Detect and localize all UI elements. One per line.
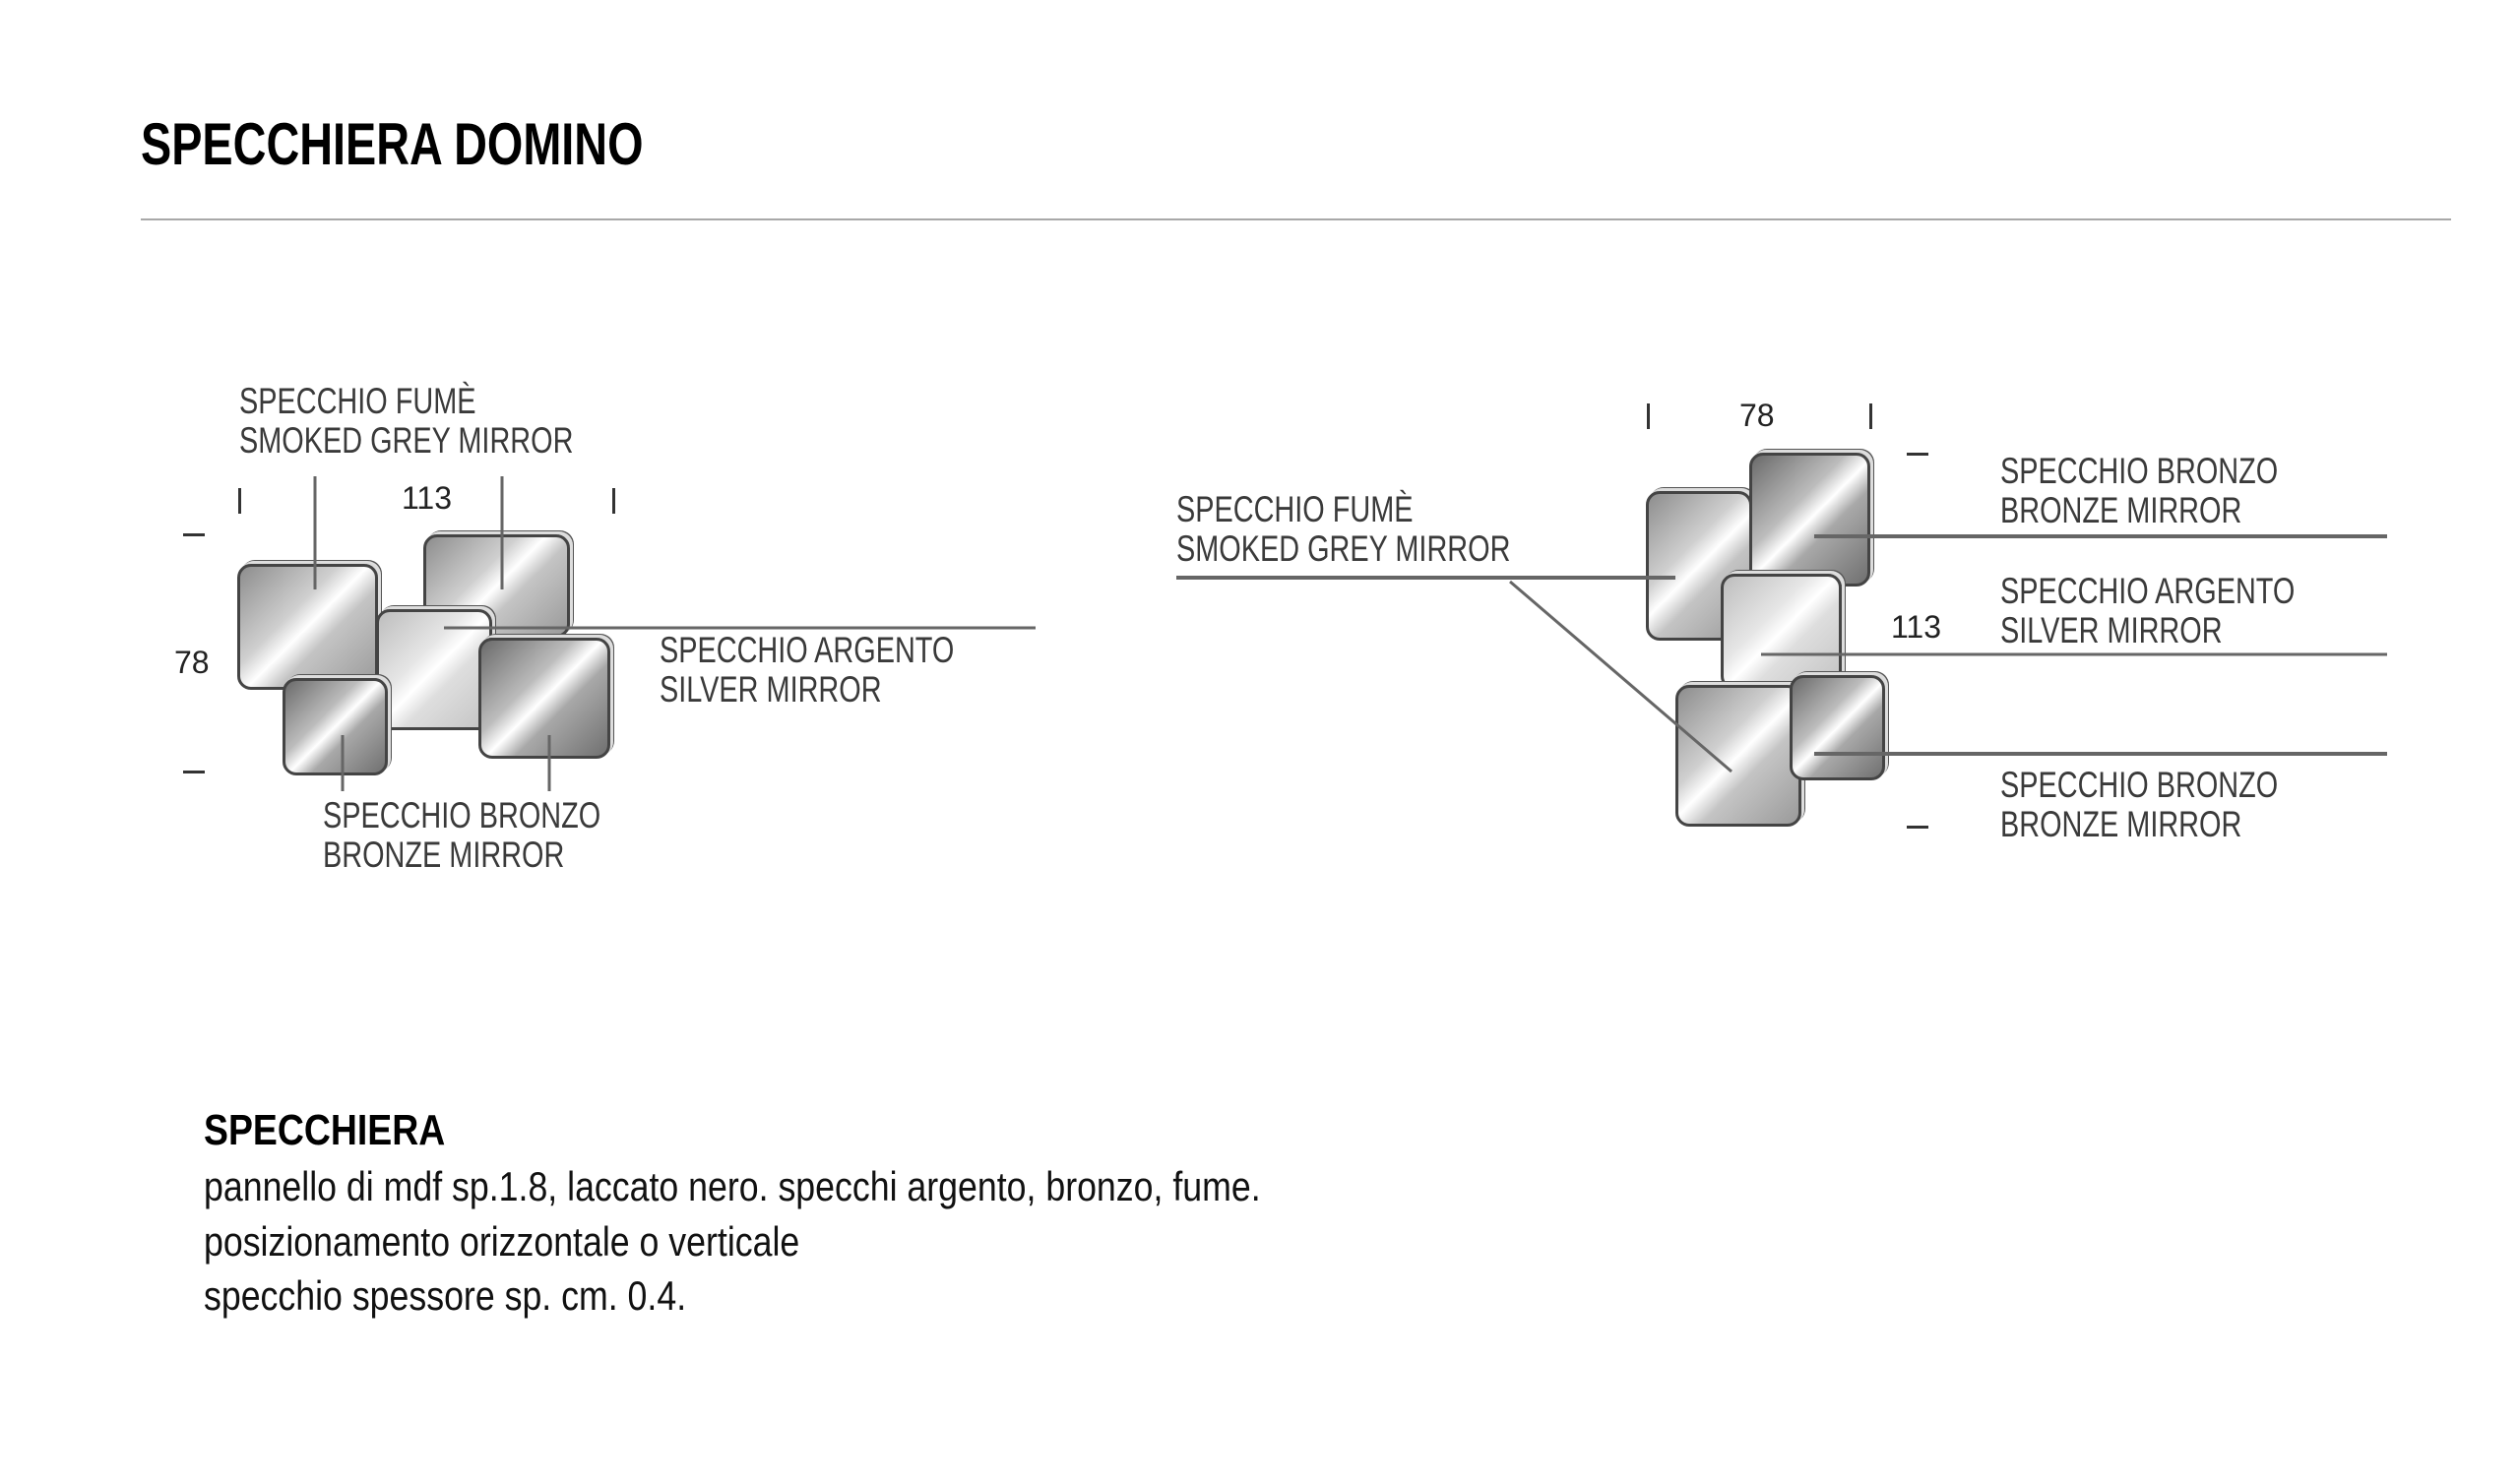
label-argento: SPECCHIO ARGENTO SILVER MIRROR [2000, 571, 2296, 650]
mirror-silver [1721, 574, 1842, 690]
dimension-tick [1647, 403, 1650, 429]
description-line: specchio spessore sp. cm. 0.4. [204, 1272, 687, 1319]
label-fume: SPECCHIO FUMÈ SMOKED GREY MIRROR [1176, 489, 1511, 569]
mirror-bronze [478, 638, 610, 759]
width-dimension: 113 [402, 480, 453, 516]
dimension-tick [183, 533, 205, 536]
height-dimension: 78 [174, 645, 210, 680]
description-line: posizionamento orizzontale o verticale [204, 1218, 800, 1265]
page-title: SPECCHIERA DOMINO [141, 111, 644, 177]
title-divider [141, 218, 2451, 220]
dimension-tick [1907, 826, 1928, 829]
label-argento: SPECCHIO ARGENTO SILVER MIRROR [660, 630, 955, 710]
label-bronzo-top: SPECCHIO BRONZO BRONZE MIRROR [2000, 451, 2279, 530]
dimension-tick [612, 488, 615, 514]
dimension-tick [1869, 403, 1872, 429]
width-dimension: 78 [1739, 398, 1775, 433]
mirror-bronze [1749, 453, 1870, 587]
mirror-bronze [1790, 675, 1885, 780]
description-line: pannello di mdf sp.1.8, laccato nero. sp… [204, 1163, 1261, 1209]
leader-line [1509, 580, 1732, 773]
height-dimension: 113 [1891, 609, 1942, 645]
dimension-tick [183, 771, 205, 773]
mirror-fume [1675, 685, 1801, 827]
mirror-bronze [283, 678, 388, 775]
dimension-tick [238, 488, 241, 514]
label-fume: SPECCHIO FUMÈ SMOKED GREY MIRROR [239, 381, 574, 461]
label-bronzo-bottom: SPECCHIO BRONZO BRONZE MIRROR [2000, 765, 2279, 844]
description-heading: SPECCHIERA [204, 1106, 446, 1154]
dimension-tick [1907, 453, 1928, 456]
label-bronzo: SPECCHIO BRONZO BRONZE MIRROR [323, 795, 601, 875]
